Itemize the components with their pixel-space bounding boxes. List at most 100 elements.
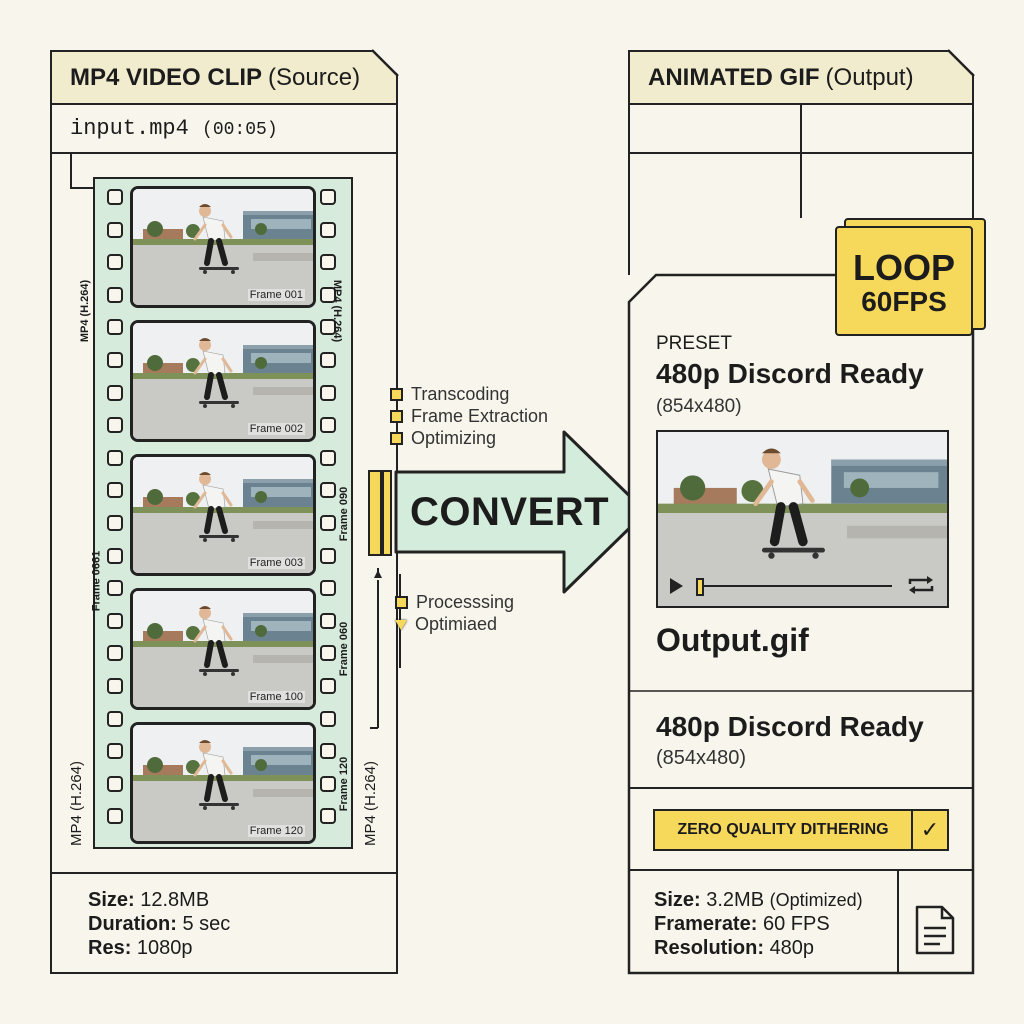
preset-label: PRESET (656, 333, 733, 354)
sprocket-hole (320, 678, 336, 694)
video-frame: Frame 120 (130, 722, 316, 844)
sprocket-hole (320, 254, 336, 271)
frame-label: Frame 100 (247, 691, 305, 703)
sprocket-hole (107, 515, 123, 531)
output-stat-size: Size: 3.2MB (Optimized) (654, 889, 863, 911)
video-frame: Frame 003 (130, 454, 316, 576)
sprocket-hole (107, 352, 123, 368)
outer-format-label: MP4 (H.264) (362, 760, 380, 847)
strip-side-label: Frame 060 (338, 621, 351, 677)
source-stat-size: Size: 12.8MB (88, 889, 210, 911)
sprocket-hole (107, 221, 123, 238)
sprocket-hole (320, 547, 336, 564)
output-stats: Size: 3.2MB (Optimized) Framerate: 60 FP… (654, 888, 863, 960)
step-marker-icon (390, 432, 403, 445)
step-processing: Processsing (395, 592, 514, 613)
sprocket-hole (320, 449, 336, 466)
frame-label: Frame 002 (247, 423, 305, 435)
sprocket-hole (107, 449, 123, 466)
divider (50, 872, 398, 874)
sprocket-hole (107, 645, 123, 662)
divider (50, 152, 398, 154)
grid-line (628, 152, 974, 154)
sprocket-hole (320, 710, 336, 727)
step-optimized: Optimiaed (395, 614, 497, 635)
strip-side-label: MP4 (H.264) (79, 279, 92, 343)
sprocket-hole (107, 189, 123, 205)
video-frame: Frame 001 (130, 186, 316, 308)
frame-label: Frame 120 (247, 825, 305, 837)
sprocket-hole (107, 775, 123, 792)
step-marker-icon (390, 388, 403, 401)
sprocket-hole (107, 743, 123, 760)
loop-icon[interactable] (907, 574, 935, 596)
preset-resolution-2: (854x480) (656, 747, 747, 769)
badge-fps: 60FPS (861, 286, 947, 317)
progress-bar-1 (368, 470, 382, 556)
source-stat-res: Res: 1080p (88, 937, 193, 959)
source-filename: input.mp4 (70, 116, 189, 141)
preset-name-2: 480p Discord Ready (656, 711, 924, 742)
sprocket-hole (320, 515, 336, 531)
strip-side-label: Frame 0661 (90, 550, 103, 612)
preset-resolution: (854x480) (656, 396, 742, 417)
grid-line (800, 105, 802, 153)
dithering-label: ZERO QUALITY DITHERING (677, 821, 889, 838)
seek-bar[interactable] (696, 585, 892, 587)
sprocket-hole (320, 482, 336, 499)
sprocket-hole (107, 254, 123, 271)
seek-handle[interactable] (696, 578, 704, 596)
grid-line (628, 105, 630, 275)
sprocket-hole (107, 580, 123, 597)
sprocket-hole (320, 808, 336, 825)
sprocket-hole (107, 384, 123, 401)
header-notch (946, 48, 976, 77)
dithering-badge: ZERO QUALITY DITHERING ✓ (653, 809, 949, 851)
frame-label: Frame 001 (247, 289, 305, 301)
sprocket-hole (320, 645, 336, 662)
sprocket-hole (107, 319, 123, 336)
outer-format-label: MP4 (H.264) (68, 760, 86, 847)
step-marker-icon (390, 410, 403, 423)
triangle-icon (395, 619, 407, 630)
source-header: MP4 VIDEO CLIP(Source) (50, 50, 398, 105)
connector (70, 152, 72, 188)
source-stat-duration: Duration: 5 sec (88, 913, 231, 935)
sprocket-hole (107, 710, 123, 727)
step-transcoding: Transcoding (390, 384, 509, 405)
sprocket-hole (320, 286, 336, 303)
convert-arrow (394, 430, 648, 594)
output-stat-framerate: Framerate: 60 FPS (654, 913, 830, 935)
loop-fps-badge: LOOP 60FPS (835, 226, 973, 336)
video-frame: Frame 002 (130, 320, 316, 442)
source-stats: Size: 12.8MB Duration: 5 sec Res: 1080p (88, 888, 230, 960)
sprocket-hole (107, 286, 123, 303)
header-notch (370, 48, 400, 77)
step-marker-icon (395, 596, 408, 609)
sprocket-hole (320, 384, 336, 401)
video-frame: Frame 100 (130, 588, 316, 710)
source-duration: (00:05) (202, 120, 278, 140)
play-icon[interactable] (670, 578, 683, 594)
sprocket-hole (320, 319, 336, 336)
source-filename-row: input.mp4 (00:05) (70, 116, 278, 141)
output-filename: Output.gif (656, 622, 809, 658)
sprocket-hole (320, 189, 336, 205)
step-optimizing: Optimizing (390, 428, 496, 449)
sprocket-hole (320, 612, 336, 629)
output-header: ANIMATED GIF(Output) (628, 50, 974, 105)
step-frame-extraction: Frame Extraction (390, 406, 548, 427)
connector (70, 187, 94, 189)
sprocket-hole (107, 612, 123, 629)
sprocket-hole (107, 417, 123, 434)
gif-preview[interactable] (656, 430, 949, 608)
sprocket-hole (107, 808, 123, 825)
sprocket-hole (320, 580, 336, 597)
check-icon: ✓ (911, 811, 947, 849)
sprocket-hole (320, 775, 336, 792)
output-stat-resolution: Resolution: 480p (654, 937, 815, 959)
strip-side-label: Frame 120 (338, 756, 351, 812)
document-icon[interactable] (914, 904, 956, 956)
strip-side-label: Frame 090 (338, 486, 351, 542)
sprocket-hole (320, 352, 336, 368)
